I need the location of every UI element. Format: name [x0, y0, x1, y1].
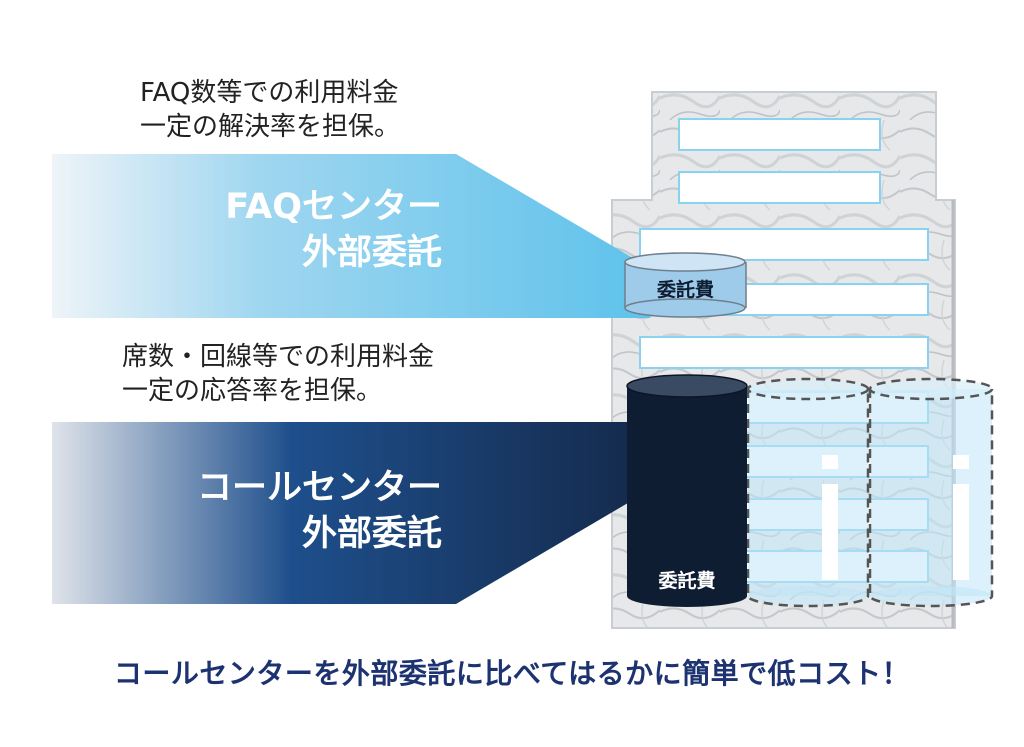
faq-note: FAQ数等での利用料金 一定の解決率を担保。 [140, 78, 401, 142]
faq-cost-cylinder [624, 252, 747, 318]
faq-label-line2: 外部委託 [301, 233, 442, 273]
call-note: 席数・回線等での利用料金 一定の応答率を担保。 [122, 342, 435, 406]
call-label: コールセンター 外部委託 [130, 465, 442, 557]
window [678, 118, 881, 151]
call-band [52, 422, 650, 604]
faq-cost-label: 委託費 [656, 279, 714, 301]
window [678, 171, 881, 204]
call-cost-cylinder [626, 374, 748, 607]
call-label-line1: コールセンター [196, 468, 442, 508]
footer-tagline: コールセンターを外部委託に比べてはるかに簡単で低コスト！ [113, 657, 911, 690]
window [639, 336, 929, 369]
dashed-cylinder-left [746, 377, 870, 608]
faq-label: FAQセンター 外部委託 [150, 184, 442, 276]
faq-label-line1: FAQセンター [225, 187, 442, 227]
call-label-line2: 外部委託 [301, 514, 442, 554]
dashed-cylinder-right [868, 377, 994, 608]
faq-band [52, 154, 650, 318]
call-cost-label: 委託費 [658, 570, 716, 592]
